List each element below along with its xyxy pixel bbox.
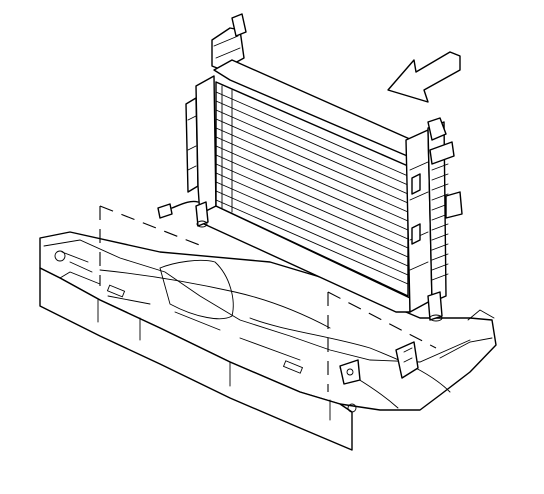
radiator-support <box>339 341 419 385</box>
direction-arrow <box>387 51 461 103</box>
guide-lines <box>99 205 437 392</box>
radiator <box>185 13 463 322</box>
sensor-connector <box>157 200 199 219</box>
air-deflector-panel <box>39 250 357 451</box>
